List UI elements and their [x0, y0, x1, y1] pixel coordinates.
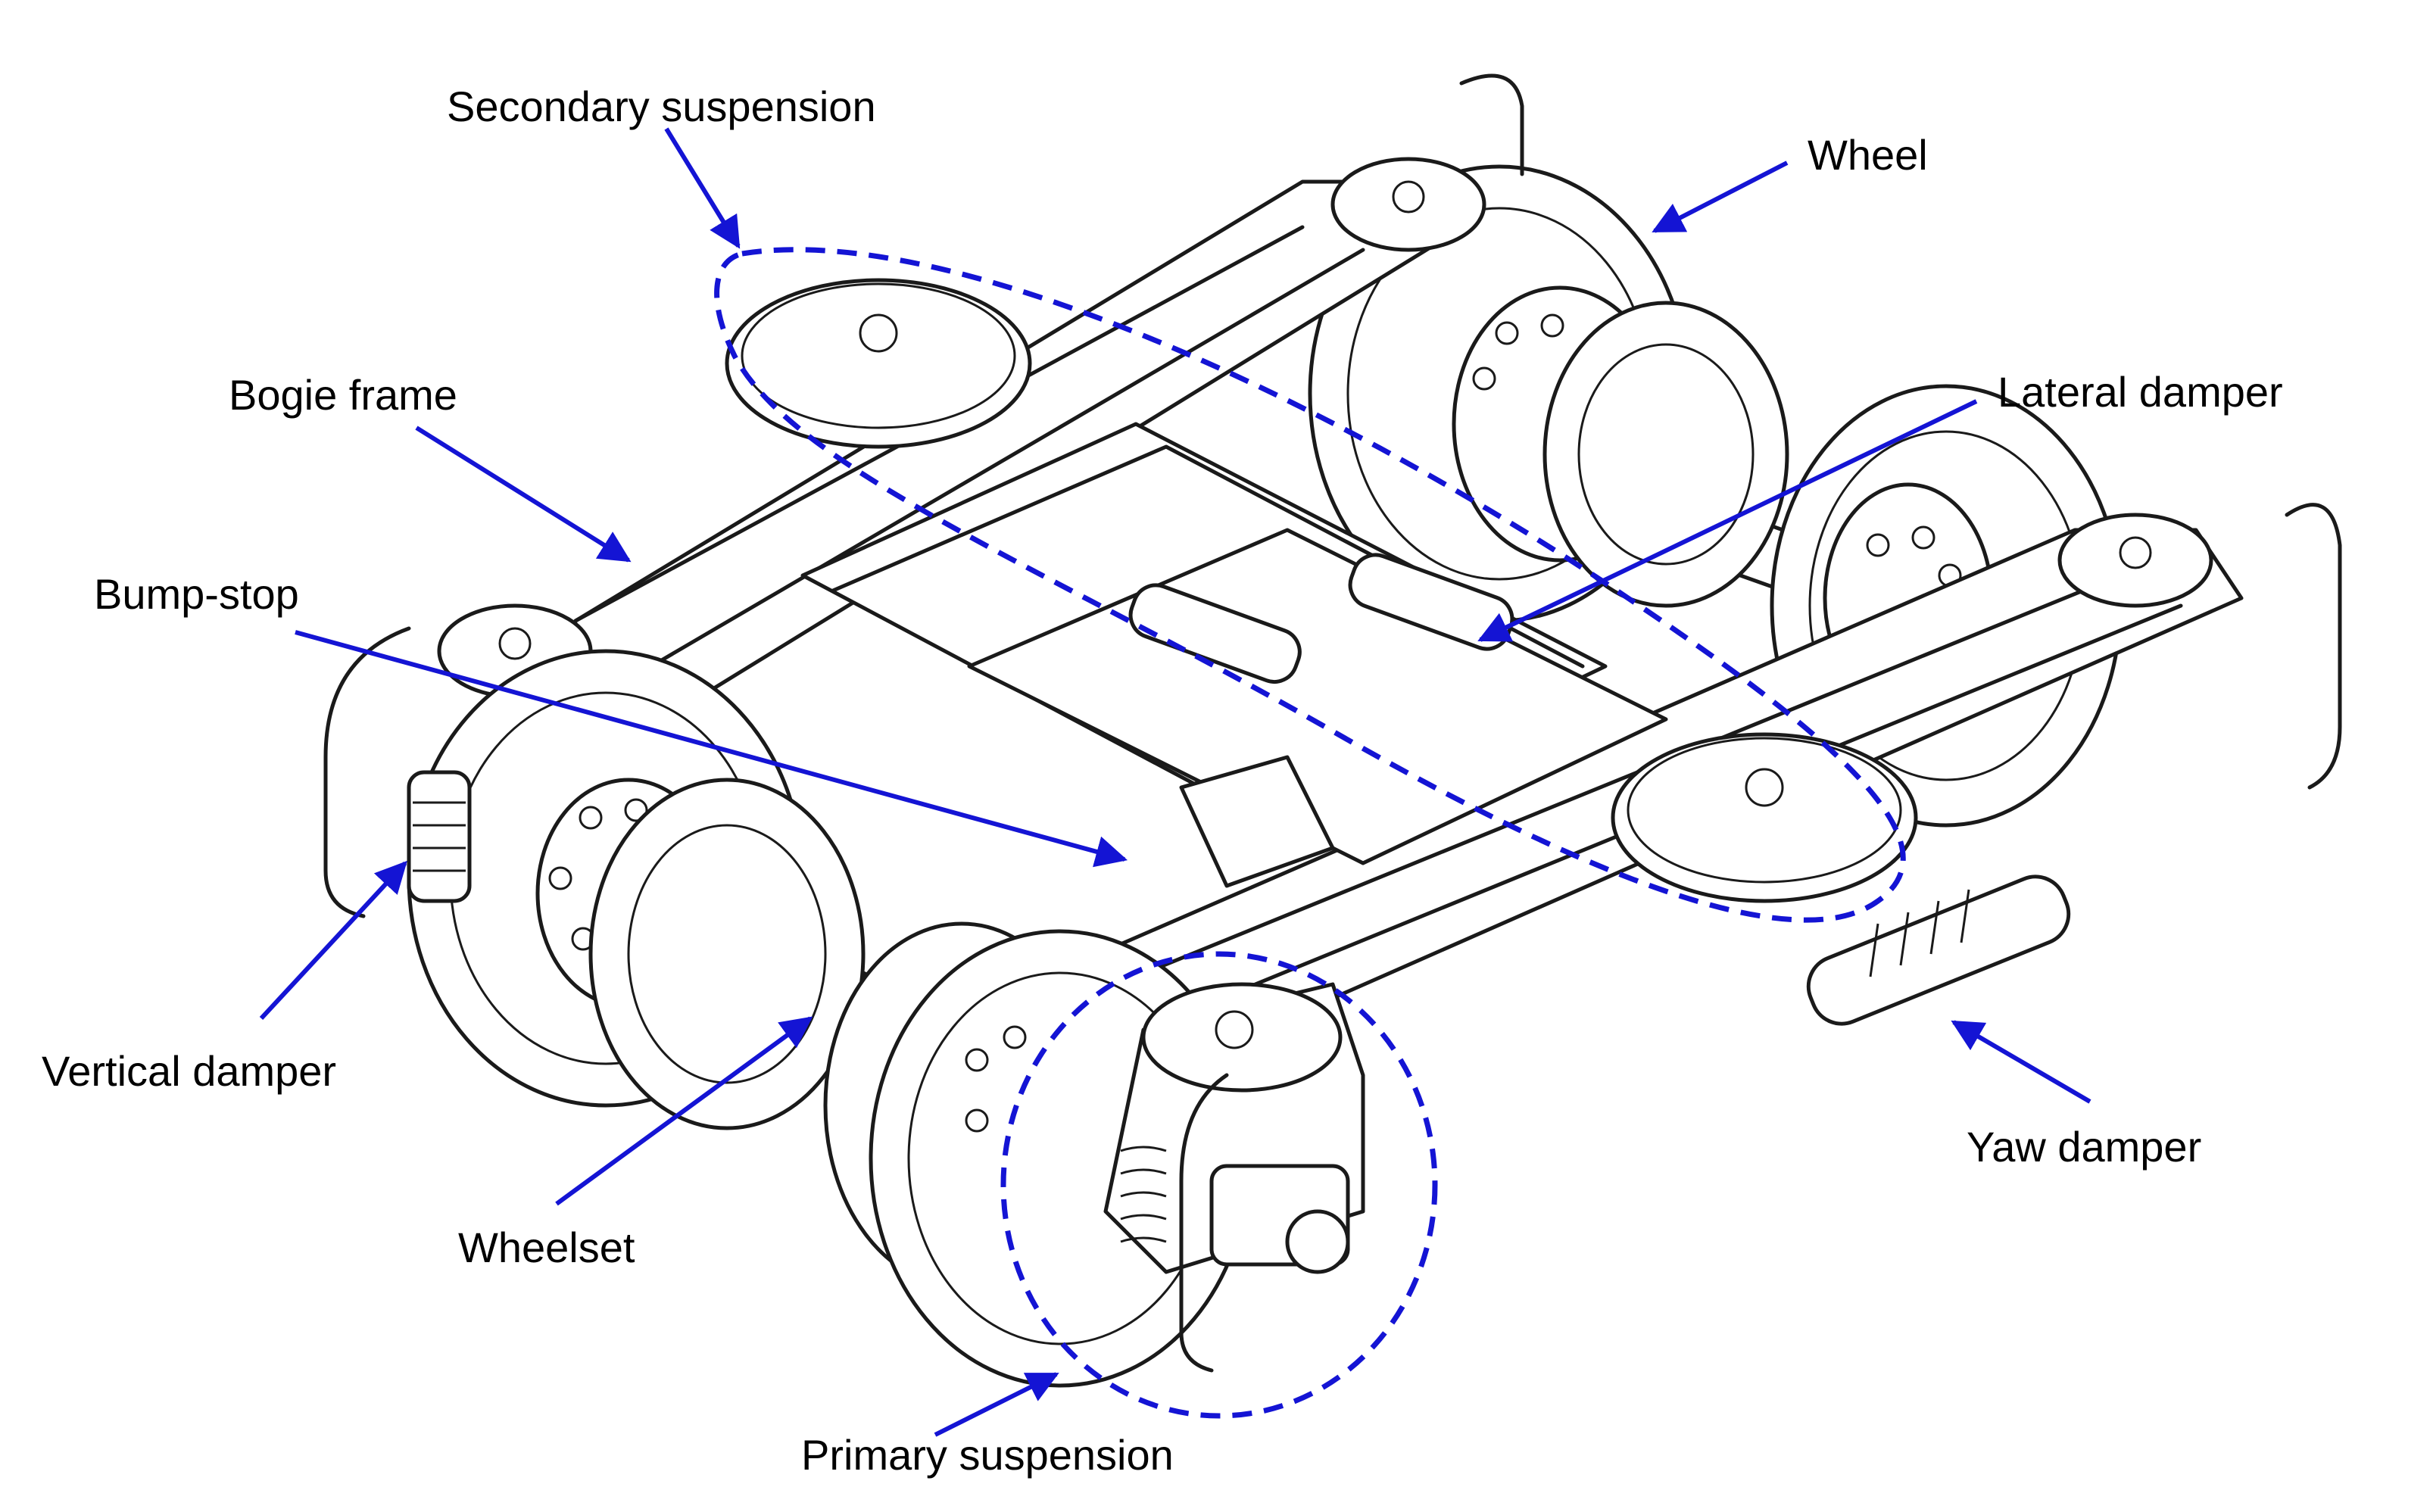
lateral-damper-label: Lateral damper — [1998, 368, 2283, 416]
primary-suspension-label: Primary suspension — [801, 1431, 1174, 1479]
vertical-damper-arrow — [259, 860, 407, 1021]
wheelset-arrow — [555, 1016, 813, 1206]
yaw-damper-drawing — [1806, 874, 2071, 1026]
front-right-hub-bolts — [965, 1025, 1027, 1133]
bogie-frame-label: Bogie frame — [229, 371, 457, 419]
wheelset-label: Wheelset — [458, 1224, 635, 1271]
yaw-damper-label: Yaw damper — [1967, 1123, 2202, 1171]
bogie-frame-arrow — [415, 426, 632, 563]
bogie-drawing — [323, 73, 2342, 1388]
lateral-damper-arrow — [1477, 399, 1978, 642]
annotations — [259, 127, 2091, 1437]
front-wheelset — [407, 649, 1252, 1388]
yaw-damper-arrow — [1951, 1020, 2091, 1104]
primary-suspension-drawing — [1103, 982, 1365, 1274]
axle-boxes — [437, 157, 2213, 699]
air-springs — [725, 278, 1918, 903]
primary-suspension-arrow — [934, 1372, 1059, 1437]
secondary-suspension-label: Secondary suspension — [447, 83, 876, 130]
vertical-damper-drawing — [407, 770, 472, 903]
bump-stop-label: Bump-stop — [94, 570, 299, 618]
primary-suspension-outline — [1000, 951, 1438, 1419]
wheel-arrow — [1652, 161, 1789, 233]
secondary-suspension-arrow — [664, 127, 741, 249]
sensor-cables — [323, 73, 2342, 1373]
secondary-suspension-outline — [714, 247, 1906, 923]
wheel-label: Wheel — [1808, 131, 1928, 179]
bump-stop-arrow — [295, 630, 1128, 868]
vertical-damper-label: Vertical damper — [42, 1047, 337, 1095]
